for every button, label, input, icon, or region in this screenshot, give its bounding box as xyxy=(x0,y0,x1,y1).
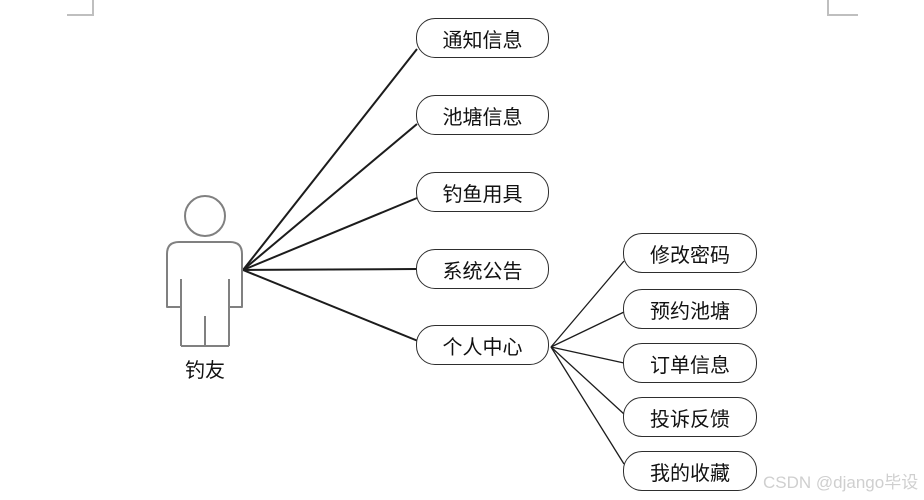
usecase-reserve-pond[interactable]: 预约池塘 xyxy=(623,289,757,329)
association-line xyxy=(550,346,625,465)
association-line xyxy=(242,197,418,271)
association-line xyxy=(550,346,625,415)
usecase-fishing-gear[interactable]: 钓鱼用具 xyxy=(416,172,549,212)
watermark-text: CSDN @django毕设 xyxy=(763,473,919,492)
usecase-order-info[interactable]: 订单信息 xyxy=(623,343,757,383)
actor-label: 钓友 xyxy=(185,360,225,382)
actor-head xyxy=(184,195,226,237)
actor-shoulders-arms xyxy=(166,241,243,308)
usecase-my-favorites[interactable]: 我的收藏 xyxy=(623,451,757,491)
usecase-complaint-feedback[interactable]: 投诉反馈 xyxy=(623,397,757,437)
actor-association-lines xyxy=(242,48,419,342)
association-line xyxy=(242,268,418,271)
actor-figure-icon[interactable] xyxy=(166,195,243,347)
association-line xyxy=(242,269,419,342)
crop-corner-left xyxy=(67,0,94,16)
usecase-personal-center[interactable]: 个人中心 xyxy=(416,325,549,365)
usecase-system-announcement[interactable]: 系统公告 xyxy=(416,249,549,289)
usecase-pond-info[interactable]: 池塘信息 xyxy=(416,95,549,135)
crop-corner-marks xyxy=(67,0,858,16)
usecase-change-password[interactable]: 修改密码 xyxy=(623,233,757,273)
personal-center-association-lines xyxy=(550,260,625,465)
association-line xyxy=(550,346,625,364)
association-line xyxy=(242,48,418,271)
association-line xyxy=(242,123,418,271)
crop-corner-right xyxy=(827,0,858,16)
usecase-notice-info[interactable]: 通知信息 xyxy=(416,18,549,58)
association-line xyxy=(550,260,625,348)
association-line xyxy=(550,311,625,348)
